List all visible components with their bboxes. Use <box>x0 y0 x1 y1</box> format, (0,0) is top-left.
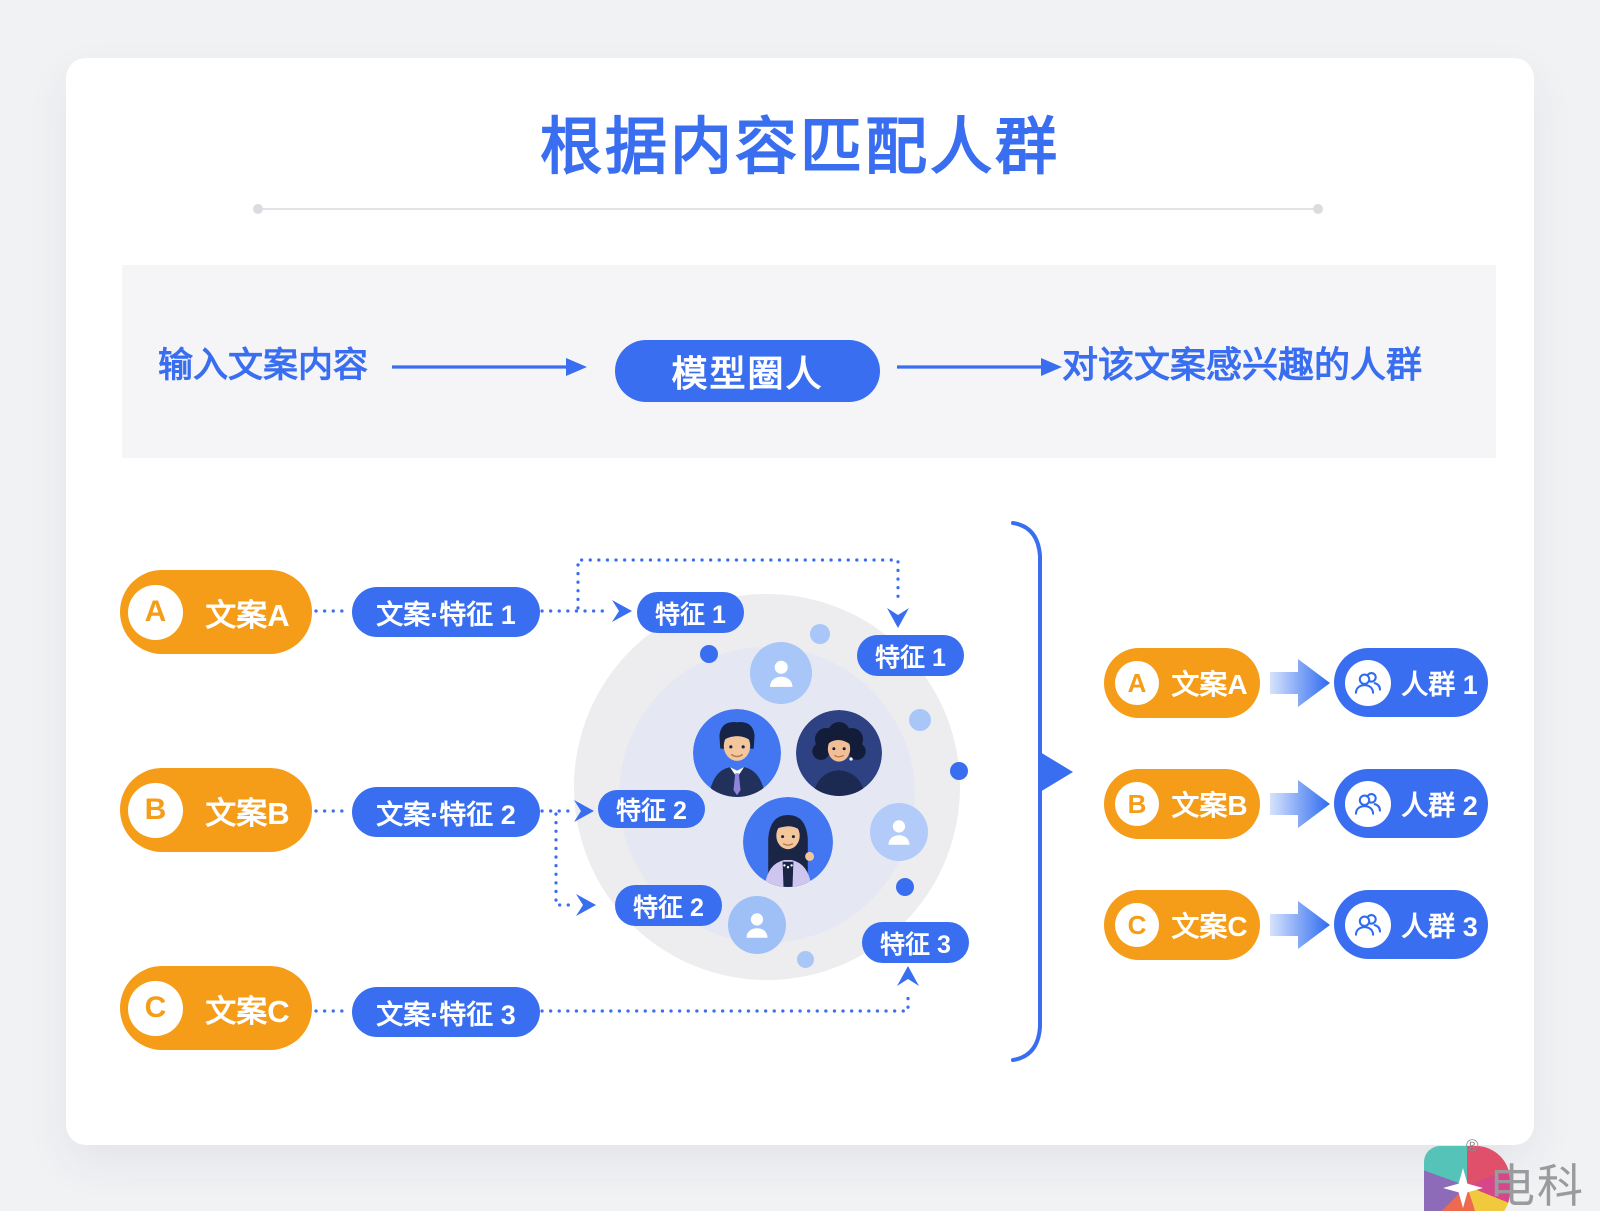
feature-pill-2: 文案·特征 2 <box>352 787 540 837</box>
woman-curly-avatar <box>796 710 882 796</box>
feature-pill-1: 文案·特征 1 <box>352 587 540 637</box>
person-icon <box>769 660 793 687</box>
person-avatar <box>870 803 928 861</box>
result-doc-pill-b: B 文案B <box>1104 769 1260 839</box>
result-doc-pill-c: C 文案C <box>1104 890 1260 960</box>
doc-pill-a: A 文案A <box>120 570 312 654</box>
cluster-tag: 特征 1 <box>857 635 964 676</box>
cluster-tag: 特征 2 <box>598 790 705 828</box>
doc-label: 文案B <box>1171 790 1248 821</box>
cluster-tag: 特征 3 <box>862 922 969 963</box>
decor-dot <box>797 951 814 968</box>
audience-pill-2: 人群 2 <box>1334 769 1488 838</box>
decor-dot <box>700 645 718 663</box>
flow-input-label: 输入文案内容 <box>158 346 369 385</box>
flow-output-label: 对该文案感兴趣的人群 <box>1062 344 1423 385</box>
doc-letter-badge: C <box>1115 903 1159 947</box>
feature-pill-3: 文案·特征 3 <box>352 987 540 1037</box>
audience-label: 人群 3 <box>1401 912 1478 942</box>
doc-pill-c: C 文案C <box>120 966 312 1050</box>
cluster-tag: 特征 1 <box>637 592 744 633</box>
doc-letter-badge: A <box>1115 661 1159 705</box>
doc-letter-badge: B <box>128 782 183 838</box>
model-pill: 模型圈人 <box>615 340 880 402</box>
doc-label: 文案C <box>205 993 290 1029</box>
divider-line <box>258 208 1318 210</box>
brand-logo-icon <box>1424 1146 1510 1211</box>
man-avatar <box>693 709 781 797</box>
audience-pill-1: 人群 1 <box>1334 648 1488 717</box>
doc-letter-badge: B <box>1115 782 1159 826</box>
woman-long-hair-avatar <box>743 797 833 887</box>
person-icon <box>888 820 910 845</box>
doc-letter-badge: C <box>128 980 183 1036</box>
doc-label: 文案A <box>205 597 290 633</box>
doc-label: 文案C <box>1171 911 1248 942</box>
audience-pill-3: 人群 3 <box>1334 890 1488 959</box>
decor-dot <box>896 878 914 896</box>
person-avatar <box>728 896 786 954</box>
audience-label: 人群 1 <box>1401 670 1478 700</box>
people-icon <box>1345 901 1391 948</box>
decor-dot <box>810 624 830 644</box>
doc-label: 文案B <box>205 795 290 831</box>
registered-mark: ® <box>1466 1136 1479 1155</box>
audience-label: 人群 2 <box>1401 791 1478 821</box>
divider-dot-right <box>1313 204 1323 214</box>
decor-dot <box>950 762 968 780</box>
doc-letter-badge: A <box>128 584 183 640</box>
people-icon <box>1345 659 1391 706</box>
decor-dot <box>909 709 931 731</box>
person-avatar <box>750 642 812 704</box>
doc-pill-b: B 文案B <box>120 768 312 852</box>
brand-name: 电科技 <box>1489 1160 1585 1211</box>
result-doc-pill-a: A 文案A <box>1104 648 1260 718</box>
page-title: 根据内容匹配人群 <box>539 113 1060 182</box>
people-icon <box>1345 780 1391 827</box>
person-icon <box>746 913 768 938</box>
doc-label: 文案A <box>1171 669 1248 700</box>
divider-dot-left <box>253 204 263 214</box>
cluster-tag: 特征 2 <box>615 885 722 926</box>
